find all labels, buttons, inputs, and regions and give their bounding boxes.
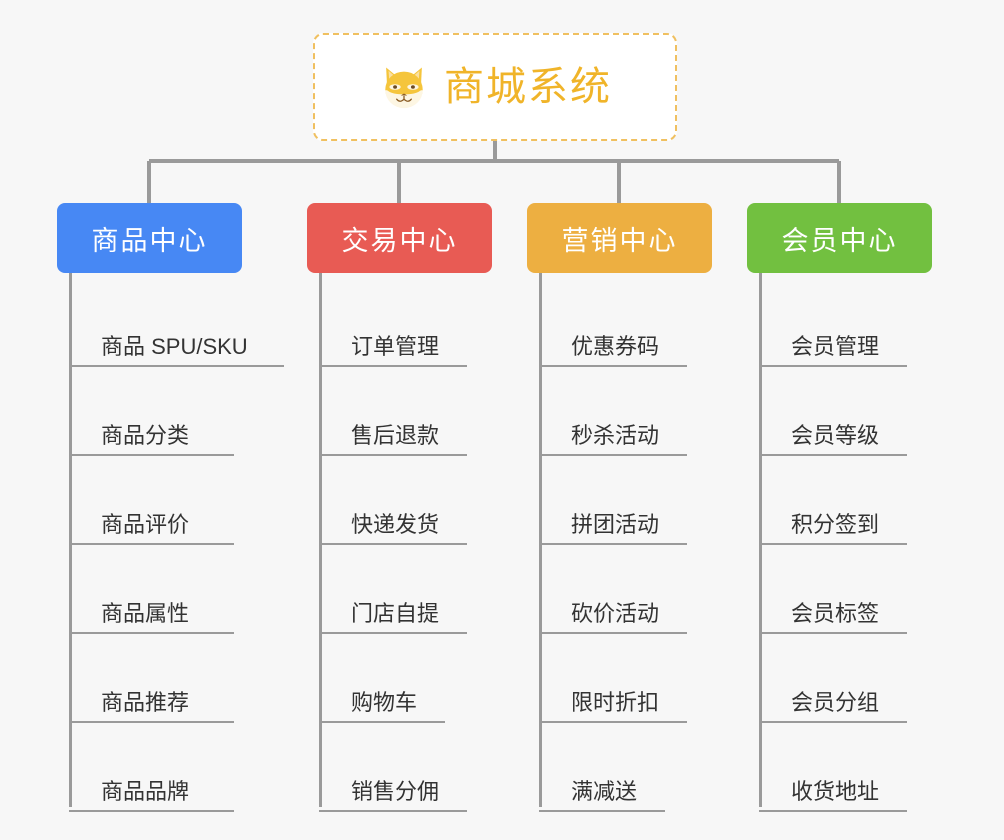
leaf-item-rule — [539, 632, 687, 634]
leaf-item[interactable]: 商品属性 — [57, 545, 248, 634]
leaf-item-rule — [69, 721, 234, 723]
leaf-item-rule — [319, 365, 467, 367]
leaf-item-label: 商品属性 — [101, 601, 190, 626]
leaf-item-label: 秒杀活动 — [571, 423, 660, 448]
leaf-item-rule — [759, 721, 907, 723]
category-column-1: 商品中心商品 SPU/SKU 商品分类商品评价商品属性商品推荐商品品牌 — [57, 203, 284, 812]
leaf-item-rule — [539, 721, 687, 723]
leaf-item-rule — [69, 454, 234, 456]
leaf-item[interactable]: 满减送 — [527, 723, 712, 812]
leaf-item[interactable]: 拼团活动 — [527, 456, 712, 545]
leaf-item-label: 售后退款 — [351, 423, 440, 448]
leaf-item[interactable]: 商品 SPU/SKU — [57, 278, 284, 367]
leaf-item[interactable]: 限时折扣 — [527, 634, 712, 723]
column-trunk-line — [69, 273, 72, 807]
root-title: 商城系统 — [444, 65, 612, 109]
leaf-item[interactable]: 商品推荐 — [57, 634, 248, 723]
category-items: 订单管理售后退款快递发货门店自提购物车销售分佣 — [307, 273, 492, 812]
category-items: 会员管理会员等级积分签到会员标签会员分组收货地址 — [747, 273, 932, 812]
leaf-item-rule — [319, 454, 467, 456]
leaf-item-label: 拼团活动 — [571, 512, 660, 537]
leaf-item-label: 商品品牌 — [101, 779, 190, 804]
leaf-item-rule — [319, 632, 467, 634]
category-header[interactable]: 商品中心 — [57, 203, 242, 273]
leaf-item-label: 满减送 — [571, 779, 638, 804]
leaf-item[interactable]: 会员等级 — [747, 367, 932, 456]
leaf-item-rule — [69, 810, 234, 812]
leaf-item[interactable]: 秒杀活动 — [527, 367, 712, 456]
leaf-item[interactable]: 订单管理 — [307, 278, 492, 367]
leaf-item-label: 订单管理 — [351, 334, 440, 359]
leaf-item-rule — [539, 365, 687, 367]
leaf-item-label: 会员分组 — [791, 690, 880, 715]
leaf-item-rule — [69, 543, 234, 545]
leaf-item-label: 收货地址 — [791, 779, 880, 804]
leaf-item-label: 会员管理 — [791, 334, 880, 359]
leaf-item-label: 会员等级 — [791, 423, 880, 448]
leaf-item-rule — [759, 543, 907, 545]
leaf-item[interactable]: 门店自提 — [307, 545, 492, 634]
leaf-item-label: 砍价活动 — [571, 601, 660, 626]
leaf-item-rule — [759, 454, 907, 456]
leaf-item-rule — [69, 365, 284, 367]
leaf-item[interactable]: 商品品牌 — [57, 723, 248, 812]
leaf-item-label: 购物车 — [351, 690, 418, 715]
shiba-dog-face-icon — [385, 67, 423, 109]
category-items: 商品 SPU/SKU 商品分类商品评价商品属性商品推荐商品品牌 — [57, 273, 284, 812]
leaf-item[interactable]: 收货地址 — [747, 723, 932, 812]
leaf-item[interactable]: 销售分佣 — [307, 723, 492, 812]
leaf-item-label: 限时折扣 — [571, 690, 660, 715]
column-trunk-line — [759, 273, 762, 807]
category-column-2: 交易中心订单管理售后退款快递发货门店自提购物车销售分佣 — [307, 203, 492, 812]
leaf-item[interactable]: 售后退款 — [307, 367, 492, 456]
category-header[interactable]: 营销中心 — [527, 203, 712, 273]
leaf-item[interactable]: 会员管理 — [747, 278, 932, 367]
column-trunk-line — [319, 273, 322, 807]
category-column-4: 会员中心会员管理会员等级积分签到会员标签会员分组收货地址 — [747, 203, 932, 812]
leaf-item[interactable]: 购物车 — [307, 634, 492, 723]
leaf-item-rule — [539, 543, 687, 545]
category-items: 优惠券码秒杀活动拼团活动砍价活动限时折扣满减送 — [527, 273, 712, 812]
category-header[interactable]: 会员中心 — [747, 203, 932, 273]
leaf-item-label: 快递发货 — [351, 512, 440, 537]
leaf-item-label: 积分签到 — [791, 512, 880, 537]
leaf-item-rule — [759, 365, 907, 367]
leaf-item[interactable]: 会员分组 — [747, 634, 932, 723]
category-column-3: 营销中心优惠券码秒杀活动拼团活动砍价活动限时折扣满减送 — [527, 203, 712, 812]
leaf-item-rule — [539, 454, 687, 456]
leaf-item-label: 商品 SPU/SKU — [101, 334, 248, 359]
leaf-item-rule — [319, 810, 467, 812]
leaf-item-label: 商品推荐 — [101, 690, 190, 715]
leaf-item[interactable]: 会员标签 — [747, 545, 932, 634]
leaf-item-rule — [319, 543, 467, 545]
leaf-item-rule — [759, 632, 907, 634]
leaf-item[interactable]: 快递发货 — [307, 456, 492, 545]
leaf-item-rule — [319, 721, 445, 723]
leaf-item[interactable]: 商品评价 — [57, 456, 248, 545]
leaf-item-label: 优惠券码 — [571, 334, 660, 359]
root-node[interactable]: 商城系统 — [313, 33, 677, 141]
leaf-item[interactable]: 积分签到 — [747, 456, 932, 545]
leaf-item[interactable]: 商品分类 — [57, 367, 248, 456]
leaf-item-label: 会员标签 — [791, 601, 880, 626]
leaf-item-rule — [759, 810, 907, 812]
leaf-item-label: 商品分类 — [101, 423, 190, 448]
leaf-item-label: 门店自提 — [351, 601, 440, 626]
leaf-item-label: 商品评价 — [101, 512, 190, 537]
leaf-item-rule — [539, 810, 665, 812]
leaf-item[interactable]: 优惠券码 — [527, 278, 712, 367]
leaf-item[interactable]: 砍价活动 — [527, 545, 712, 634]
leaf-item-rule — [69, 632, 234, 634]
leaf-item-label: 销售分佣 — [351, 779, 440, 804]
column-trunk-line — [539, 273, 542, 807]
category-header[interactable]: 交易中心 — [307, 203, 492, 273]
